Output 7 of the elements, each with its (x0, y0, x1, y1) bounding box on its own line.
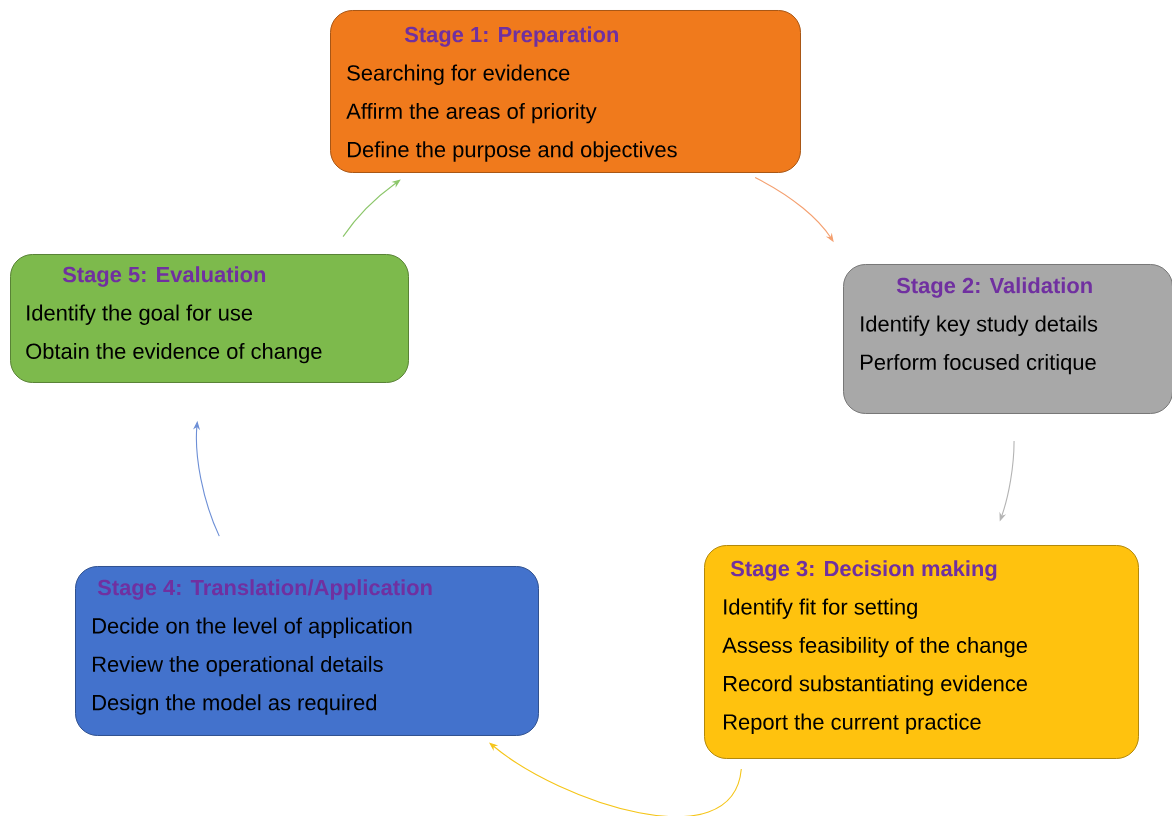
stage-box: Stage 5: Evaluation Identify the goal for use Obtain the evidence of change (10, 254, 409, 383)
arrow (342, 179, 401, 238)
arrow (489, 742, 742, 816)
stage-box: Stage 3: Decision making Identify fit for setting Assess feasibility of the change Record substantiating evidence Report the current practice (704, 545, 1139, 759)
stage-box: Stage 2: Validation Identify key study details Perform focused critique (843, 264, 1172, 414)
stage-box: Stage 4: Translation/Application Decide on the level of application Review the operational details Design the model as required (75, 566, 539, 736)
stage-box: Stage 1: Preparation Searching for evidence Affirm the areas of priority Define the purpose and objectives (330, 10, 801, 173)
